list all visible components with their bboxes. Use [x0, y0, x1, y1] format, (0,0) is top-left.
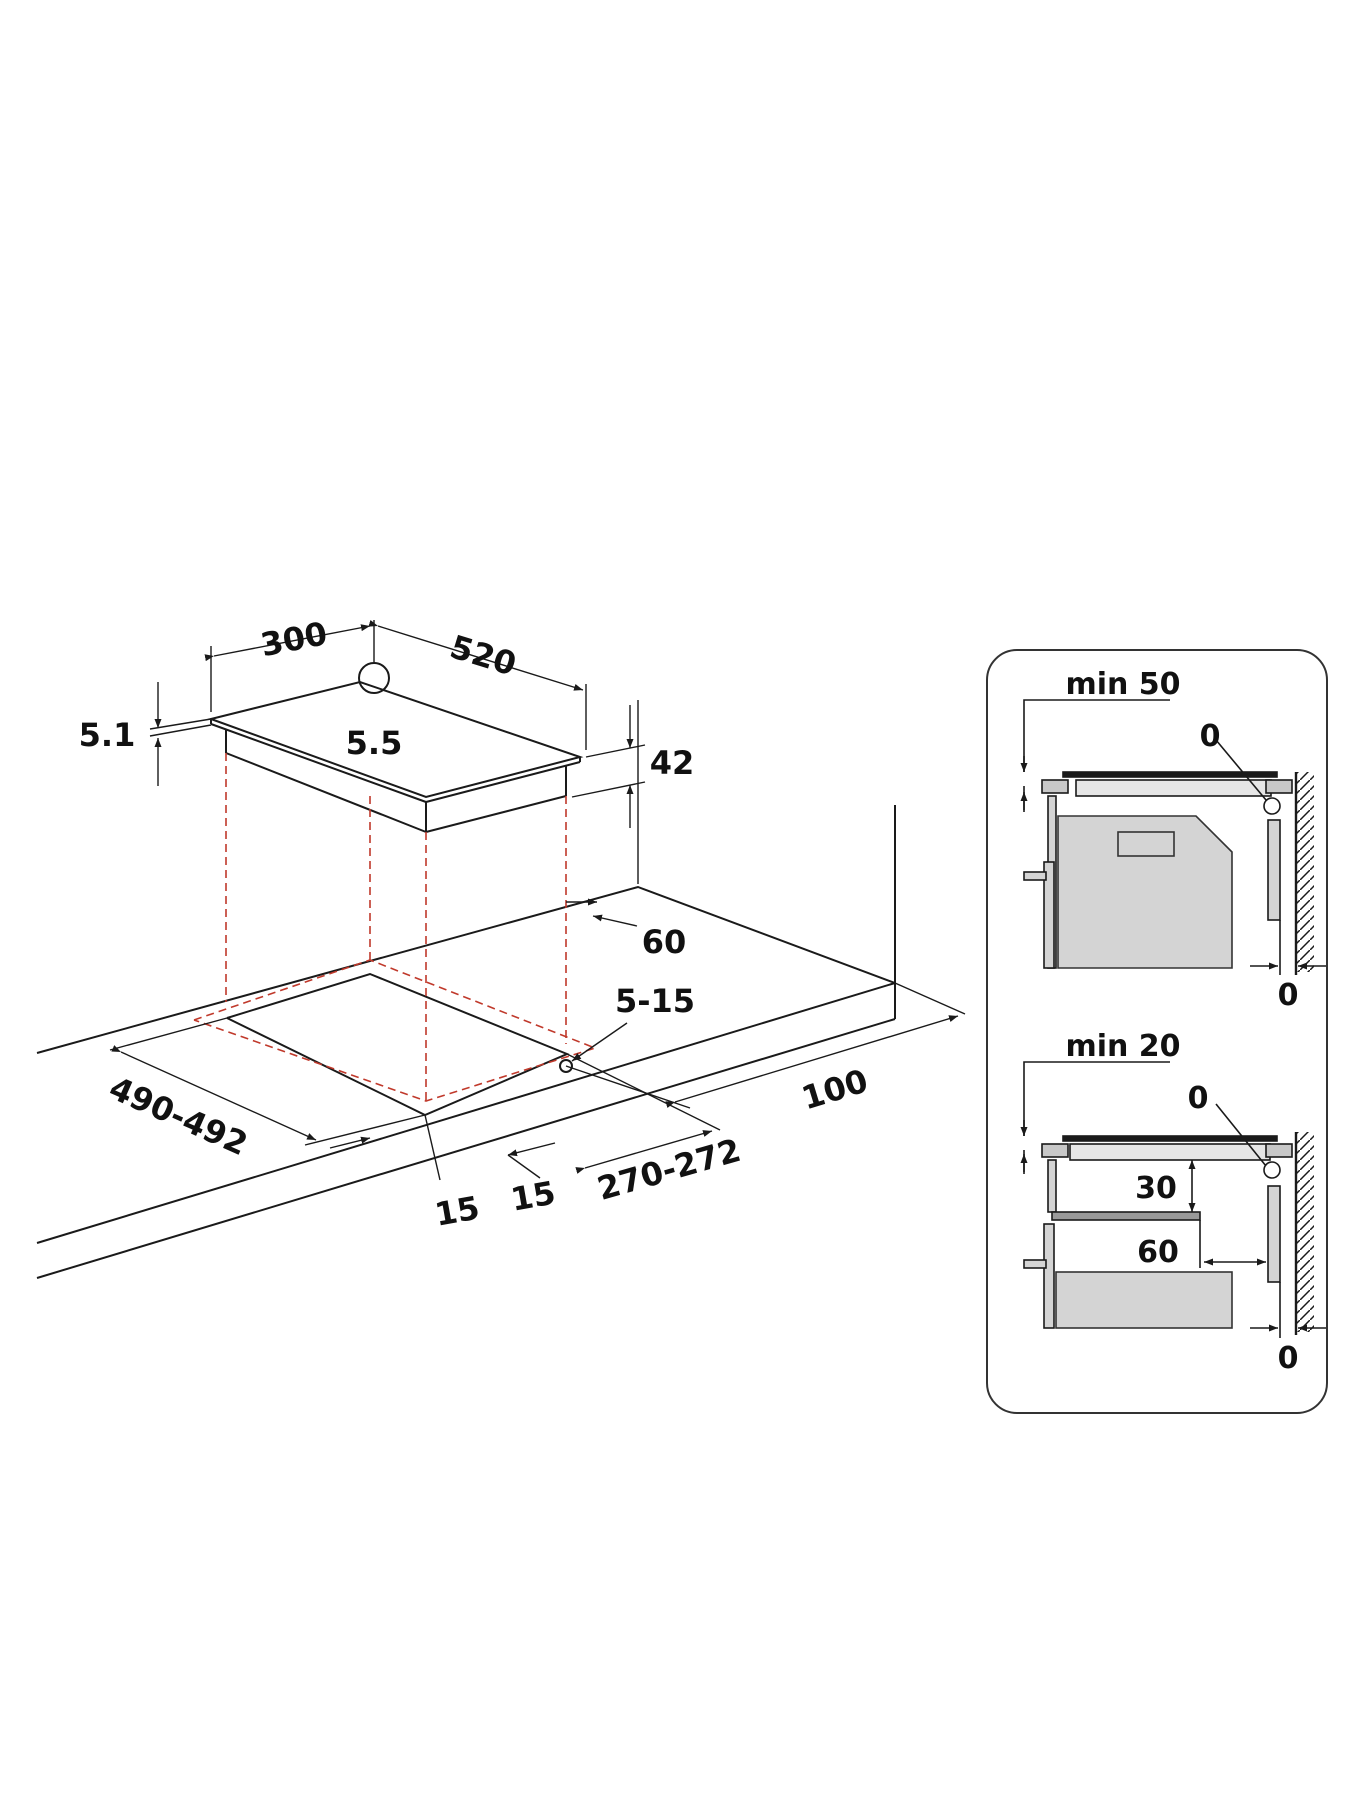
top-gap-label: 0 — [1200, 719, 1221, 754]
cable-marker-label: 5.5 — [346, 724, 403, 762]
section-panel: min 50 0 0 — [986, 649, 1328, 1414]
hob-height-label: 42 — [650, 744, 695, 782]
edge-range-label: 5-15 — [615, 982, 695, 1020]
front-margin-a-label: 15 — [432, 1189, 482, 1234]
bottom-bottom-label: 0 — [1278, 1341, 1299, 1376]
shelf-depth-label: 60 — [1137, 1235, 1179, 1270]
side-clearance-label: 100 — [797, 1062, 872, 1118]
cutout-depth-label: 270-272 — [593, 1131, 745, 1208]
top-bottom-label: 0 — [1278, 978, 1299, 1013]
top-min-label: min 50 — [1065, 667, 1180, 702]
main-isometric-view: 300 520 5.1 5.5 42 60 5-15 100 490-492 1… — [36, 614, 966, 1279]
shelf-gap-label: 30 — [1135, 1171, 1177, 1206]
section-top — [1020, 699, 1326, 975]
wall-hatch-2 — [1296, 1132, 1314, 1332]
main-labels: 300 520 5.1 5.5 42 60 5-15 100 490-492 1… — [79, 614, 873, 1234]
bottom-gap-label: 0 — [1188, 1081, 1209, 1116]
front-margin-b-label: 15 — [508, 1174, 558, 1219]
cable-entry-icon — [559, 1059, 573, 1073]
cutout-width-label: 490-492 — [104, 1069, 254, 1163]
hidden-projection-lines — [193, 753, 598, 1102]
hob-width-label: 520 — [446, 628, 521, 684]
hob-depth-label: 300 — [257, 614, 330, 664]
dimension-lines — [109, 619, 966, 1181]
wall-clearance-label: 60 — [642, 923, 687, 961]
glass-thickness-label: 5.1 — [79, 716, 136, 754]
bottom-min-label: min 20 — [1065, 1029, 1180, 1064]
section-bottom — [1020, 1061, 1326, 1338]
wall-hatch — [1296, 772, 1314, 972]
